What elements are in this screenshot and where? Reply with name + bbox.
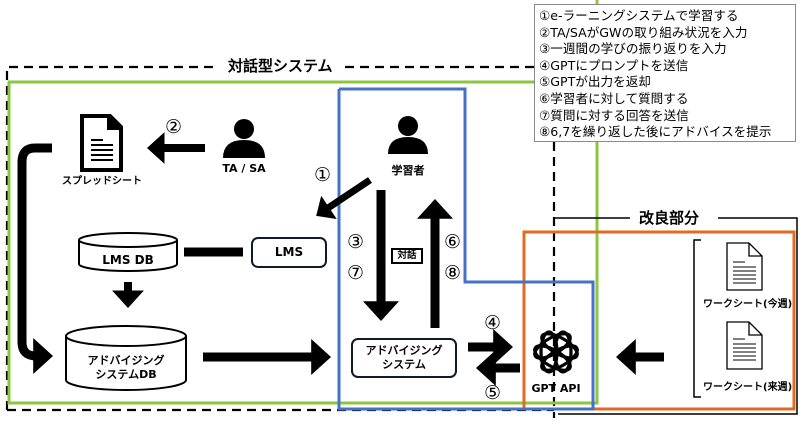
spreadsheet-document-icon (80, 114, 123, 172)
step-number-6: ⑥ (444, 231, 462, 253)
orange-frame (522, 230, 796, 411)
lms-label: LMS (274, 245, 304, 259)
advising-db-label-line1: アドバイジング (87, 354, 165, 367)
dialogue-system-title: 対話型システム (223, 57, 338, 75)
worksheet-next-week-document-icon (726, 321, 763, 370)
dialogue-tag: 対話 (391, 248, 423, 264)
step-number-1: ① (314, 164, 332, 186)
learner-label: 学習者 (391, 164, 425, 177)
advising-system-label-line2: システム (382, 358, 426, 371)
blue-frame (337, 87, 595, 411)
learner-person-icon (388, 116, 428, 154)
step-number-8: ⑧ (444, 262, 462, 284)
legend-item: ⑥学習者に対して質問する (539, 90, 689, 106)
step-number-4: ④ (484, 312, 502, 334)
step-number-5: ⑤ (484, 382, 502, 404)
lms-db-database-icon (78, 232, 178, 272)
gpt-api-label: GPT API (531, 382, 581, 395)
arrow-spreadsheet-to-advising-db (17, 143, 53, 374)
legend-item: ⑦質問に対する回答を送信 (539, 107, 689, 123)
worksheet-next-week-label: ワークシート(来週) (703, 382, 793, 393)
ta-sa-person-icon (223, 119, 265, 158)
step-legend: ①e-ラーニングシステムで学習する ②TA/SAがGWの取り組み状況を入力 ③一… (534, 4, 796, 142)
spreadsheet-label: スプレッドシート (62, 176, 142, 187)
dialogue-tag-label: 対話 (397, 250, 417, 261)
lms-db-label: LMS DB (102, 253, 154, 267)
advising-system-node: アドバイジング システム (351, 338, 457, 378)
worksheet-bracket (693, 239, 701, 398)
improved-part-frame-right (558, 217, 798, 415)
step-number-7: ⑦ (347, 262, 365, 284)
legend-item: ②TA/SAがGWの取り組み状況を入力 (539, 24, 748, 40)
advising-system-label-line1: アドバイジング (365, 344, 443, 358)
ta-sa-label: TA / SA (222, 162, 266, 175)
legend-item: ④GPTにプロンプトを送信 (539, 57, 689, 73)
lms-node: LMS (251, 237, 327, 268)
legend-item: ①e-ラーニングシステムで学習する (539, 8, 739, 23)
worksheet-this-week-document-icon (726, 242, 763, 291)
advising-db-label: アドバイジング システムDB (76, 354, 176, 382)
legend-item: ⑤GPTが出力を返却 (539, 74, 651, 90)
legend-item: ⑧6,7を繰り返した後にアドバイスを提示 (539, 124, 772, 140)
advising-db-database-icon (65, 325, 187, 391)
step-number-3: ③ (347, 231, 365, 253)
legend-item: ③一週間の学びの振り返りを入力 (539, 41, 727, 57)
step-number-2: ② (165, 116, 183, 138)
advising-db-label-line2: システムDB (95, 368, 157, 381)
improved-part-title: 改良部分 (634, 209, 705, 227)
openai-logo-icon (533, 330, 579, 374)
arrow-learner-to-lms (316, 177, 372, 219)
worksheet-this-week-label: ワークシート(今週) (703, 299, 793, 310)
